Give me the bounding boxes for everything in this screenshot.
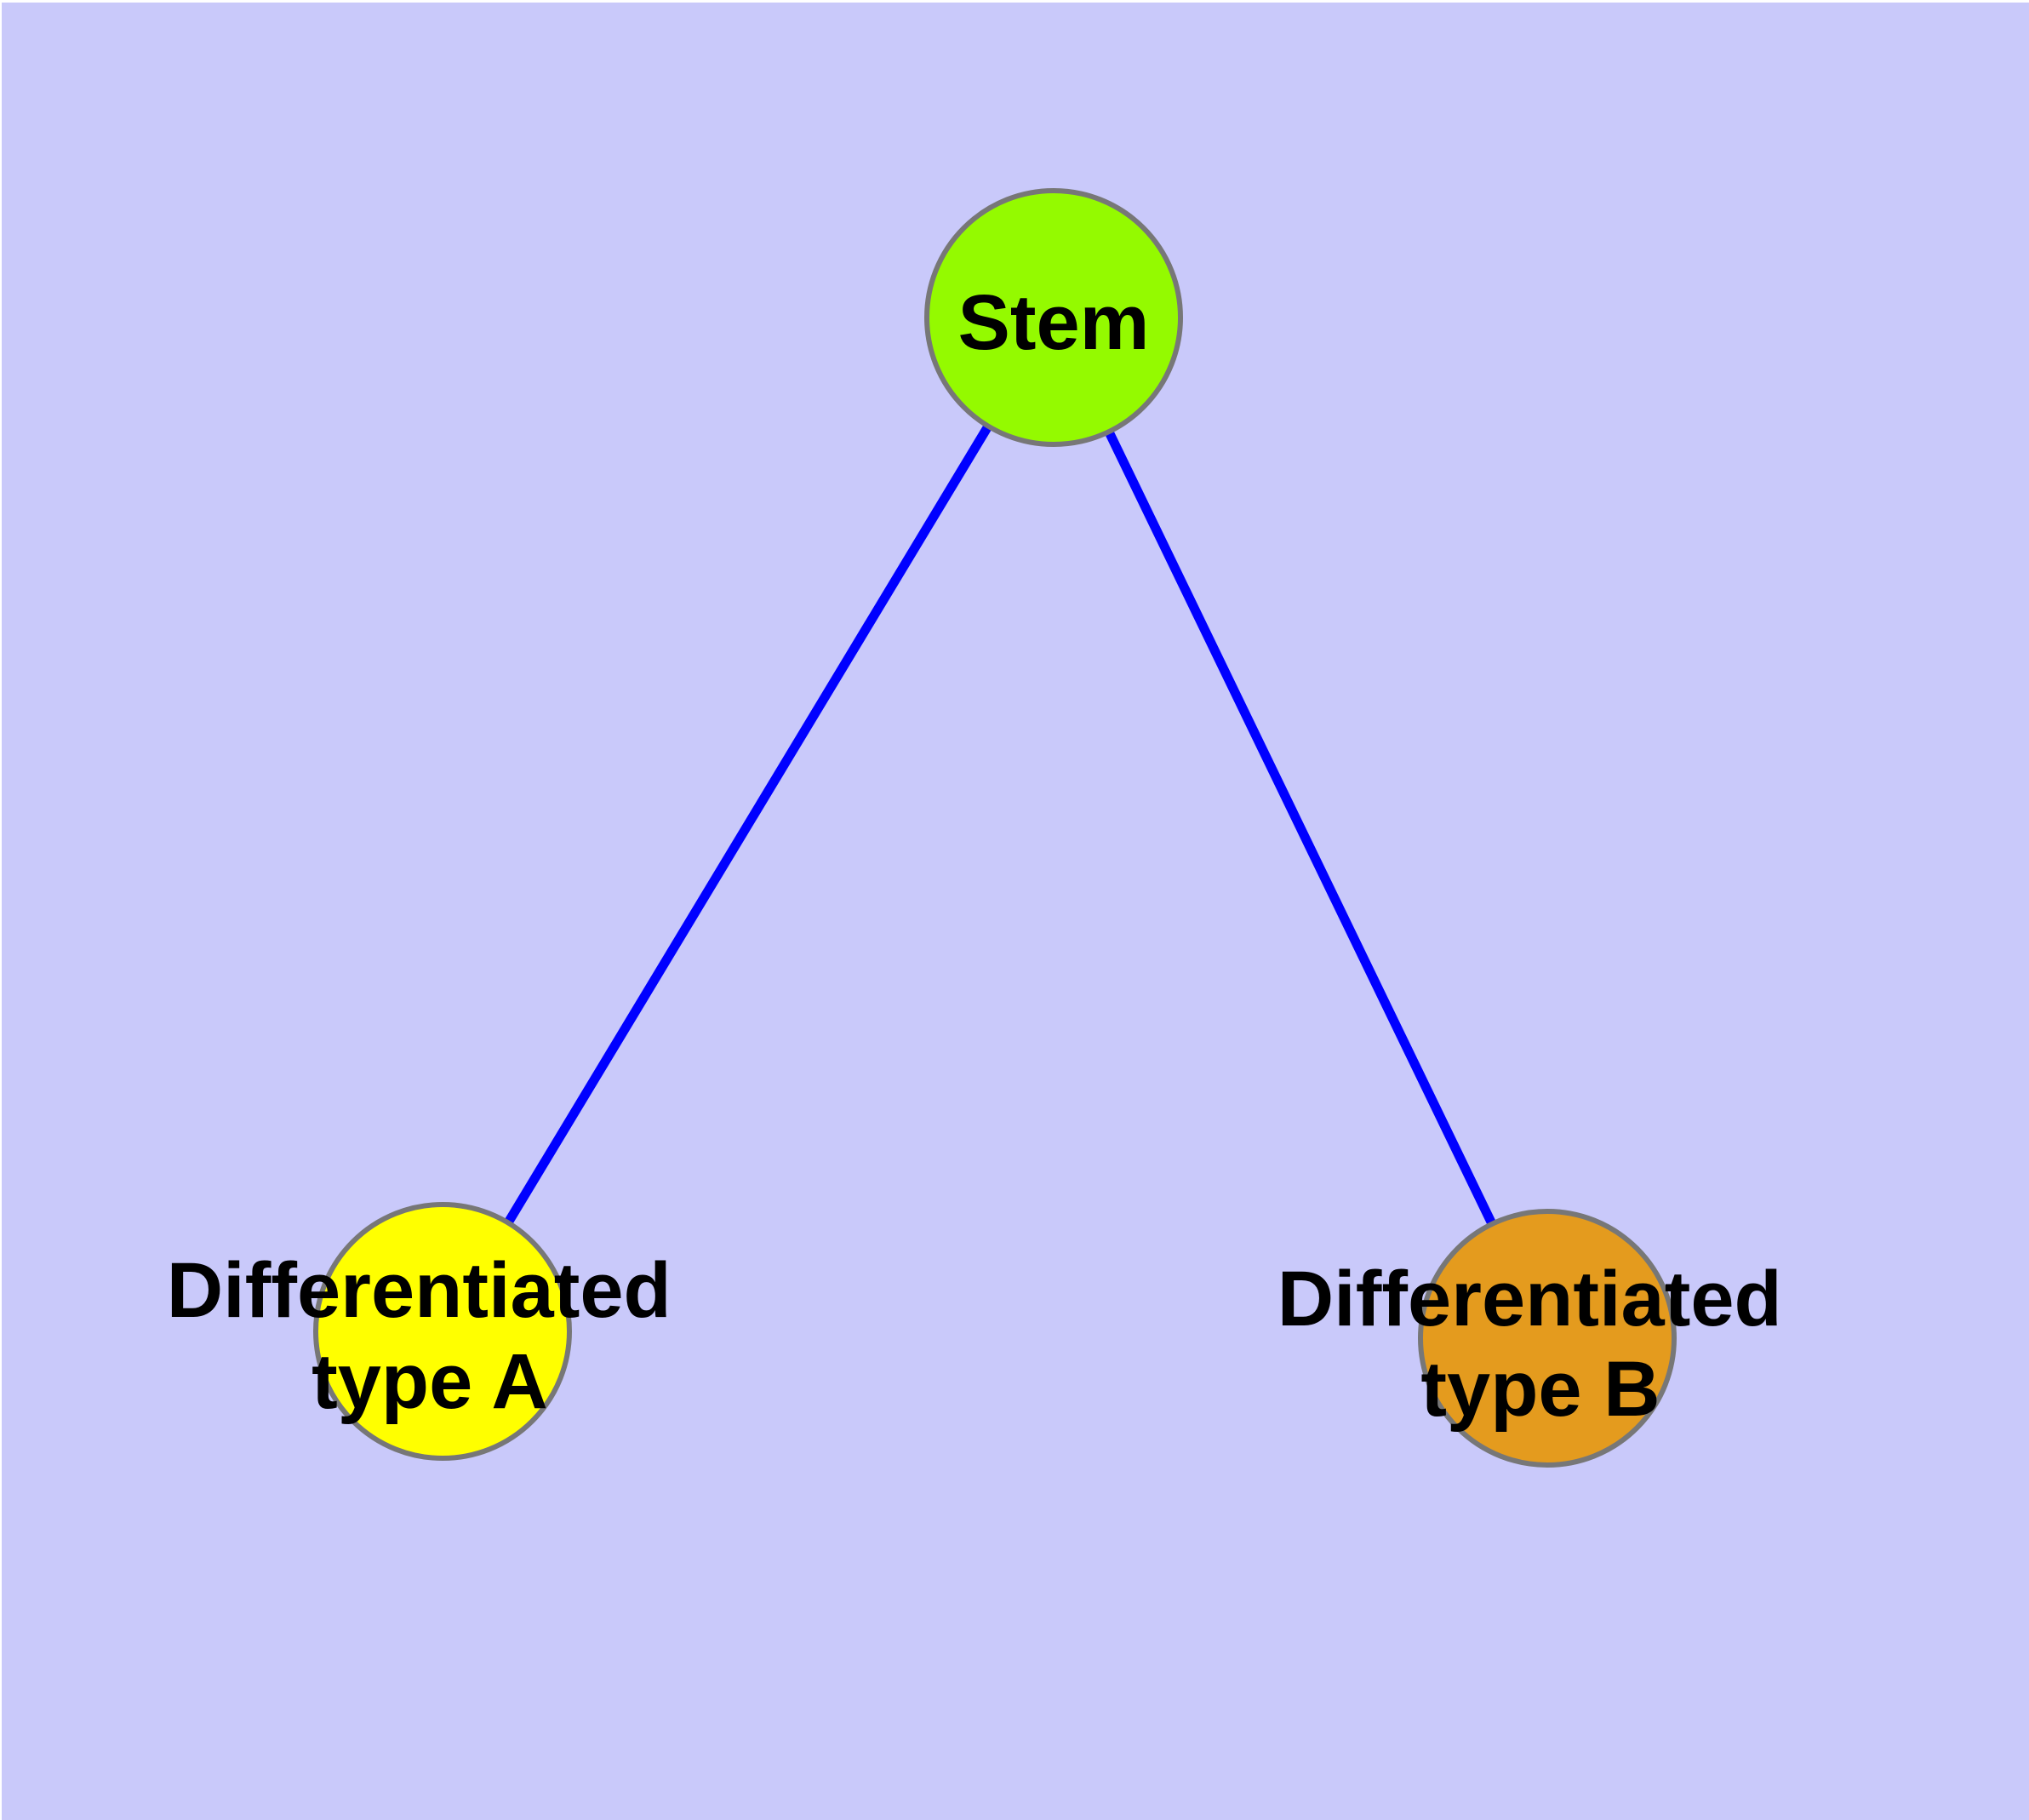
type-b-node-label: Differentiated type B	[1277, 1256, 1804, 1433]
type-b-node	[1418, 1209, 1677, 1468]
edge-stem-to-type-a	[438, 315, 1058, 1334]
edge-stem-to-type-b	[1049, 315, 1552, 1341]
type-a-label-line1: Differentiated	[167, 1247, 672, 1334]
stem-node-label: Stem	[958, 279, 1150, 366]
stem-node	[924, 188, 1183, 447]
type-b-label-line2: type B	[1420, 1346, 1660, 1433]
type-a-label-line2: type A	[311, 1338, 548, 1425]
type-b-label-line1: Differentiated	[1277, 1256, 1782, 1342]
type-a-node-label: Differentiated type A	[167, 1247, 694, 1425]
type-a-node	[313, 1202, 572, 1461]
